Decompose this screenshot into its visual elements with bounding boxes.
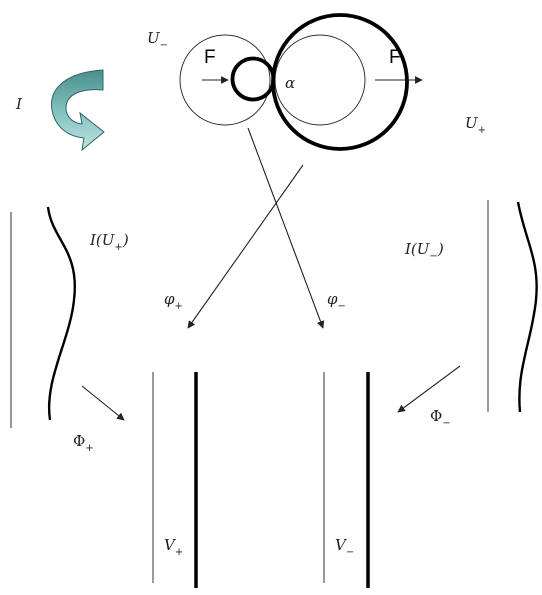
- label-i-u-plus: I(U+): [89, 231, 129, 253]
- force-label-right: F: [389, 47, 401, 68]
- label-alpha: α: [285, 74, 295, 92]
- label-phi-plus: φ+: [164, 290, 183, 312]
- right-wavy-curve: [516, 201, 538, 413]
- small-thick-circle: [230, 56, 276, 102]
- label-Phi-plus: Φ+: [73, 432, 94, 454]
- label-Phi-minus: Φ−: [430, 407, 451, 429]
- label-i: I: [15, 95, 23, 113]
- arrow-Phi-plus: [81, 385, 125, 421]
- label-u-plus: U+: [465, 114, 486, 136]
- force-label-left: F: [204, 47, 216, 68]
- label-i-u-minus: I(U−): [404, 240, 444, 262]
- curved-arrow-icon: [51, 69, 105, 152]
- left-thin-circle: [179, 34, 271, 126]
- arrow-phi-minus: [247, 127, 325, 329]
- large-thick-circle: [271, 13, 409, 151]
- left-wavy-curve: [46, 206, 77, 421]
- label-v-minus: V−: [335, 536, 354, 558]
- label-v-plus: V+: [164, 536, 183, 558]
- label-u-minus: U−: [147, 29, 168, 51]
- arrow-Phi-minus: [397, 365, 461, 413]
- circles-group: [179, 13, 409, 151]
- arrow-phi-plus: [187, 164, 304, 329]
- label-phi-minus: φ−: [327, 290, 346, 312]
